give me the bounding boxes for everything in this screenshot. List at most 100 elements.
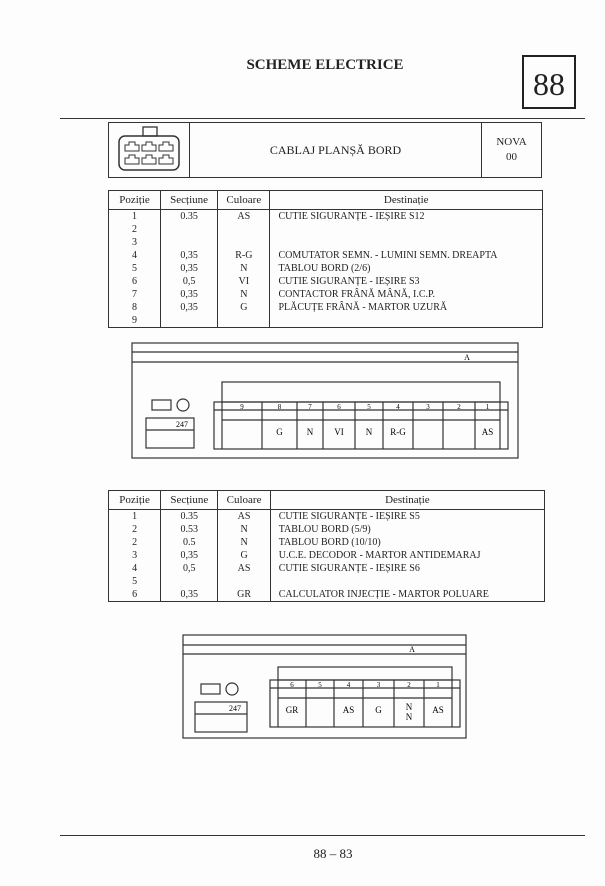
column-header: Secțiune (160, 190, 219, 210)
revision-label: NOVA (496, 136, 527, 148)
color-cell (217, 314, 271, 328)
position-cell: 5 (107, 575, 162, 588)
pin-number: 7 (308, 403, 312, 411)
color-cell: GR (217, 588, 271, 602)
connector-housing (277, 666, 453, 681)
pin-number: 2 (407, 681, 411, 689)
color-cell: AS (217, 509, 271, 523)
pin-color: GR (286, 705, 299, 715)
diagram1-outline (131, 342, 519, 459)
fuse-symbol (151, 399, 172, 411)
destination-cell: TABLOU BORD (10/10) (269, 536, 546, 549)
column-header: Destinație (269, 190, 543, 210)
top-rule (60, 118, 585, 119)
destination-cell (269, 575, 546, 588)
column-header: Poziție (107, 490, 162, 510)
destination-cell: CUTIE SIGURANȚE - IEȘIRE S6 (269, 562, 546, 575)
pin-color: N (307, 427, 314, 437)
pin-strip (213, 401, 509, 450)
pin-color: VI (334, 427, 344, 437)
color-cell (217, 223, 271, 236)
color-cell: AS (217, 209, 271, 223)
section-cell: 0,5 (160, 562, 219, 575)
color-cell: N (217, 536, 271, 549)
connector-housing (221, 381, 501, 403)
pin-number: 1 (486, 403, 490, 411)
destination-cell: CONTACTOR FRÂNĂ MÂNĂ, I.C.P. (269, 288, 543, 301)
section-cell (160, 575, 219, 588)
pin-color: G (276, 427, 283, 437)
pin-color: AS (343, 705, 355, 715)
pin-color: AS (432, 705, 444, 715)
chapter-number-box: 88 (522, 55, 576, 109)
section-cell: 0,35 (160, 588, 219, 602)
position-cell: 4 (107, 562, 162, 575)
pin-number: 3 (377, 681, 381, 689)
destination-cell: CALCULATOR INJECȚIE - MARTOR POLUARE (269, 588, 546, 602)
color-cell: N (217, 288, 271, 301)
destination-cell (269, 236, 543, 249)
destination-cell: TABLOU BORD (2/6) (269, 262, 543, 275)
color-cell: VI (217, 275, 271, 288)
column-header: Secțiune (160, 490, 219, 510)
destination-cell: COMUTATOR SEMN. - LUMINI SEMN. DREAPTA (269, 249, 543, 262)
destination-cell: TABLOU BORD (5/9) (269, 523, 546, 536)
table-row: 5 (107, 575, 546, 588)
section-cell: 0,35 (160, 549, 219, 562)
page-number: 88 – 83 (313, 846, 353, 861)
position-cell: 3 (107, 549, 162, 562)
table-row: 3 (107, 236, 543, 249)
position-cell: 6 (107, 588, 162, 602)
pin-number: 5 (318, 681, 322, 689)
pin-color: G (375, 705, 382, 715)
destination-cell (269, 314, 543, 328)
pin-number: 6 (337, 403, 341, 411)
destination-cell: CUTIE SIGURANȚE - IEȘIRE S12 (269, 209, 543, 223)
harness-name: CABLAJ PLANȘĂ BORD (269, 143, 402, 157)
section-cell: 0.35 (160, 509, 219, 523)
column-header: Poziție (107, 190, 162, 210)
harness-header: CABLAJ PLANȘĂ BORD NOVA 00 (108, 122, 542, 178)
reference-number: 247 (229, 704, 241, 713)
column-header: Culoare (217, 190, 271, 210)
pin-number: 4 (396, 403, 400, 411)
color-cell: N (217, 262, 271, 275)
pin-color: N (366, 427, 373, 437)
pin-number: 1 (436, 681, 440, 689)
color-cell (217, 575, 271, 588)
pin-number: 5 (367, 403, 371, 411)
connector-icon (109, 123, 190, 177)
pin-number: 2 (457, 403, 461, 411)
destination-cell: CUTIE SIGURANȚE - IEȘIRE S3 (269, 275, 543, 288)
label-a: A (409, 645, 415, 654)
section-cell: 0.5 (160, 536, 219, 549)
label-a: A (464, 353, 470, 362)
pin-number: 8 (278, 403, 282, 411)
pin-number: 4 (347, 681, 351, 689)
reference-number: 247 (176, 420, 188, 429)
fuse-symbol (200, 683, 221, 695)
revision-value: 00 (506, 151, 517, 163)
pin-color: R-G (390, 427, 406, 437)
diagram2-outline (182, 634, 467, 739)
pin-number: 3 (426, 403, 430, 411)
position-cell: 1 (107, 509, 162, 523)
color-cell: R-G (217, 249, 271, 262)
pin-strip (269, 679, 461, 728)
section-cell: 0.53 (160, 523, 219, 536)
pin-number: 9 (240, 403, 244, 411)
color-cell (217, 236, 271, 249)
color-cell: AS (217, 562, 271, 575)
destination-cell: U.C.E. DECODOR - MARTOR ANTIDEMARAJ (269, 549, 546, 562)
